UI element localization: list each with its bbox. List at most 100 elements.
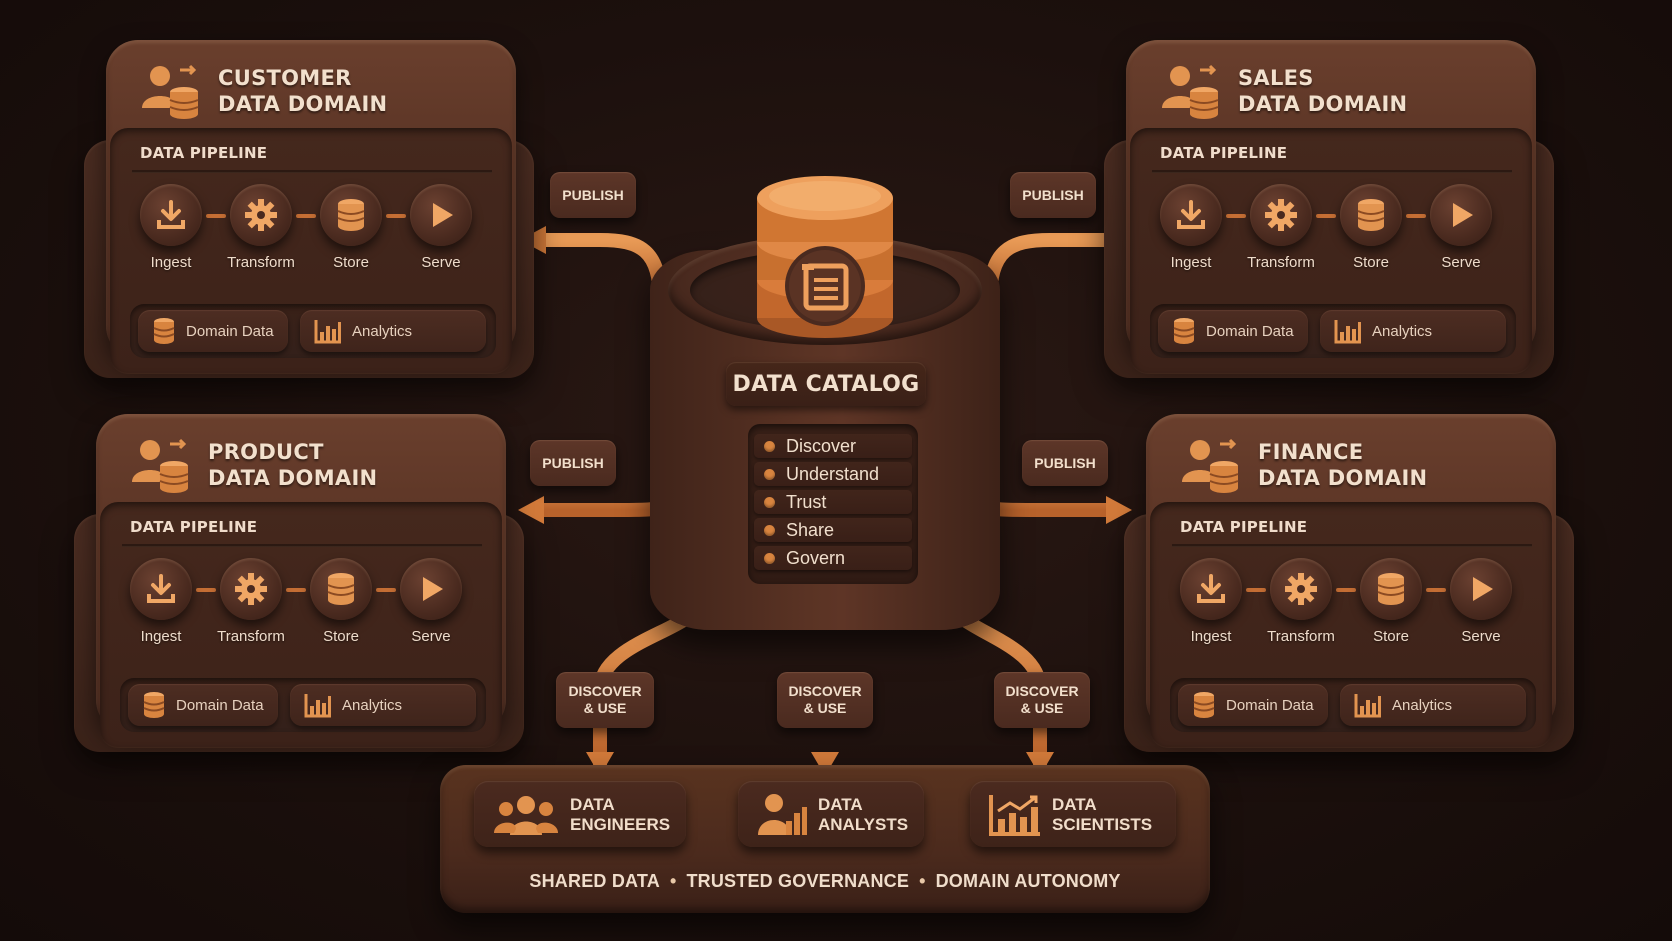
step-transform[interactable]: Transform bbox=[1236, 184, 1326, 271]
pipeline-label: DATA PIPELINE bbox=[140, 144, 268, 162]
domain-data-button[interactable]: Domain Data bbox=[128, 684, 278, 726]
step-label: Store bbox=[323, 628, 359, 645]
catalog-capabilities-list: Discover Understand Trust Share Govern bbox=[748, 424, 918, 584]
step-label: Transform bbox=[227, 254, 295, 271]
step-connector bbox=[1316, 214, 1336, 218]
step-serve[interactable]: Serve bbox=[396, 184, 486, 271]
capability-understand[interactable]: Understand bbox=[754, 462, 912, 486]
analyst-icon bbox=[758, 794, 807, 835]
step-transform[interactable]: Transform bbox=[1256, 558, 1346, 645]
discover-use-tag-engineers: DISCOVER& USE bbox=[556, 672, 654, 728]
analytics-button[interactable]: Analytics bbox=[1340, 684, 1526, 726]
play-icon bbox=[423, 577, 443, 601]
download-icon bbox=[1177, 200, 1205, 229]
step-label: Transform bbox=[217, 628, 285, 645]
step-label: Store bbox=[1373, 628, 1409, 645]
step-label: Ingest bbox=[1190, 628, 1232, 645]
bullet-dot bbox=[764, 525, 775, 536]
step-store[interactable]: Store bbox=[296, 558, 386, 645]
step-serve[interactable]: Serve bbox=[1416, 184, 1506, 271]
analytics-button[interactable]: Analytics bbox=[300, 310, 486, 352]
capability-trust[interactable]: Trust bbox=[754, 490, 912, 514]
output-label: Domain Data bbox=[176, 696, 264, 714]
bar-chart-icon bbox=[304, 694, 331, 718]
database-icon bbox=[143, 692, 165, 718]
step-connector bbox=[1426, 588, 1446, 592]
team-icon bbox=[494, 796, 558, 835]
step-label: Transform bbox=[1247, 254, 1315, 271]
step-label: Ingest bbox=[140, 628, 182, 645]
output-label: Analytics bbox=[1372, 322, 1433, 340]
divider bbox=[1172, 544, 1532, 547]
step-serve[interactable]: Serve bbox=[1436, 558, 1526, 645]
step-ingest[interactable]: Ingest bbox=[126, 184, 216, 271]
database-icon bbox=[1357, 199, 1385, 231]
bullet-dot bbox=[764, 441, 775, 452]
step-store[interactable]: Store bbox=[1326, 184, 1416, 271]
user-database-icon bbox=[1162, 64, 1219, 119]
data-pipeline-panel: DATA PIPELINE Ingest Transform Store Ser… bbox=[100, 502, 502, 748]
output-label: Analytics bbox=[342, 696, 403, 714]
capability-share[interactable]: Share bbox=[754, 518, 912, 542]
download-icon bbox=[1197, 574, 1225, 603]
output-label: Domain Data bbox=[1226, 696, 1314, 714]
gear-icon bbox=[1285, 573, 1317, 605]
step-store[interactable]: Store bbox=[306, 184, 396, 271]
step-transform[interactable]: Transform bbox=[216, 184, 306, 271]
divider bbox=[122, 544, 482, 547]
step-connector bbox=[1336, 588, 1356, 592]
step-store[interactable]: Store bbox=[1346, 558, 1436, 645]
step-connector bbox=[1226, 214, 1246, 218]
output-label: Domain Data bbox=[186, 322, 274, 340]
play-icon bbox=[433, 203, 453, 227]
domain-data-button[interactable]: Domain Data bbox=[1178, 684, 1328, 726]
gear-icon bbox=[245, 199, 277, 231]
pipeline-label: DATA PIPELINE bbox=[1160, 144, 1288, 162]
data-pipeline-panel: DATA PIPELINE Ingest Transform Store Ser… bbox=[1130, 128, 1532, 374]
capability-discover[interactable]: Discover bbox=[754, 434, 912, 458]
capability-govern[interactable]: Govern bbox=[754, 546, 912, 570]
data-pipeline-panel: DATA PIPELINE Ingest Transform Store Ser… bbox=[110, 128, 512, 374]
database-icon bbox=[337, 199, 365, 231]
step-ingest[interactable]: Ingest bbox=[1166, 558, 1256, 645]
database-icon bbox=[1193, 692, 1215, 718]
step-ingest[interactable]: Ingest bbox=[116, 558, 206, 645]
chart-icon bbox=[989, 795, 1040, 836]
output-label: Analytics bbox=[352, 322, 413, 340]
publish-tag-finance: PUBLISH bbox=[1022, 440, 1108, 486]
step-label: Serve bbox=[421, 254, 461, 271]
outputs-row: Domain Data Analytics bbox=[130, 304, 496, 358]
discover-use-tag-scientists: DISCOVER& USE bbox=[994, 672, 1090, 728]
download-icon bbox=[147, 574, 175, 603]
divider bbox=[132, 170, 492, 173]
analytics-button[interactable]: Analytics bbox=[1320, 310, 1506, 352]
step-connector bbox=[386, 214, 406, 218]
domain-data-button[interactable]: Domain Data bbox=[1158, 310, 1308, 352]
play-icon bbox=[1473, 577, 1493, 601]
step-label: Serve bbox=[411, 628, 451, 645]
analytics-button[interactable]: Analytics bbox=[290, 684, 476, 726]
step-ingest[interactable]: Ingest bbox=[1146, 184, 1236, 271]
step-serve[interactable]: Serve bbox=[386, 558, 476, 645]
step-label: Ingest bbox=[150, 254, 192, 271]
pipeline-label: DATA PIPELINE bbox=[1180, 518, 1308, 536]
domain-data-button[interactable]: Domain Data bbox=[138, 310, 288, 352]
step-connector bbox=[296, 214, 316, 218]
step-label: Serve bbox=[1461, 628, 1501, 645]
data-pipeline-panel: DATA PIPELINE Ingest Transform Store Ser… bbox=[1150, 502, 1552, 748]
step-transform[interactable]: Transform bbox=[206, 558, 296, 645]
step-connector bbox=[206, 214, 226, 218]
database-icon bbox=[153, 318, 175, 344]
step-label: Store bbox=[1353, 254, 1389, 271]
